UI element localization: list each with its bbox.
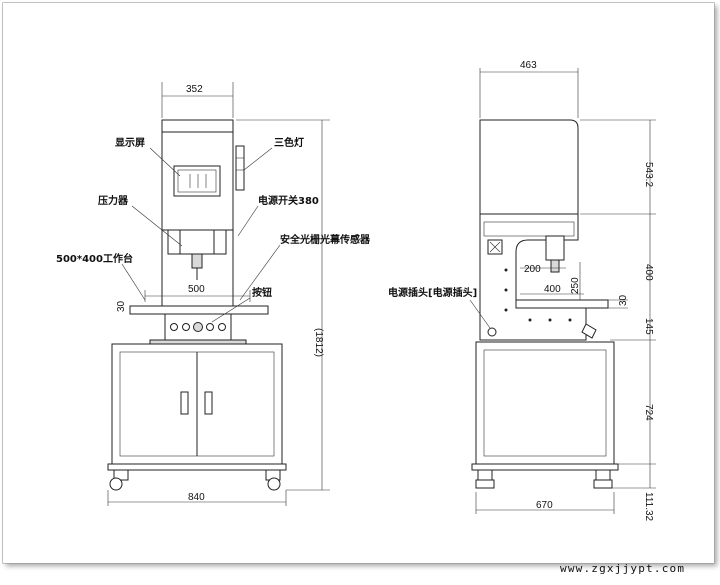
punch xyxy=(191,253,203,269)
dim-side-top: 463 xyxy=(520,60,537,71)
front-view: 352 500 30 xyxy=(56,82,371,506)
dim-side-724: 724 xyxy=(643,404,654,421)
dim-side-head: 543.2 xyxy=(643,162,654,187)
side-caster-left xyxy=(475,479,495,489)
side-ram xyxy=(545,235,565,261)
door-handle-right xyxy=(204,391,213,415)
dim-side-throat: 400 xyxy=(643,264,654,281)
side-worktable xyxy=(515,299,609,309)
dim-front-height: (1812) xyxy=(313,328,324,357)
dim-side-table: 400 xyxy=(544,284,561,295)
side-head xyxy=(479,119,579,215)
dim-side-stroke: 200 xyxy=(524,264,541,275)
power-plug xyxy=(487,327,497,337)
door-handle-left xyxy=(180,391,189,415)
label-light-curtain: 安全光栅光幕传感器 xyxy=(280,233,371,246)
watermark: www.zgxjjypt.com xyxy=(560,562,685,575)
display-screen xyxy=(173,165,221,197)
dim-side-250: 250 xyxy=(570,277,581,294)
label-worktable: 500*400工作台 xyxy=(56,252,133,265)
worktable xyxy=(129,305,269,315)
label-buttons: 按钮 xyxy=(252,286,272,299)
side-caster-right xyxy=(593,479,613,489)
label-tower-light: 三色灯 xyxy=(274,136,304,149)
caster-left xyxy=(109,477,123,491)
dim-front-bottom: 840 xyxy=(188,492,205,503)
caster-right xyxy=(267,477,281,491)
dim-side-table-thick: 30 xyxy=(618,294,629,306)
dim-front-table-thick: 30 xyxy=(116,300,127,312)
dim-front-top: 352 xyxy=(186,84,203,95)
label-pressure: 压力器 xyxy=(98,194,129,207)
dim-side-bottom: 670 xyxy=(536,500,553,511)
side-view: 463 200 250 400 30 电源插头[ xyxy=(388,60,656,522)
dim-side-11132: 111.32 xyxy=(643,492,654,522)
ram-body xyxy=(167,229,227,255)
label-power-plug: 电源插头[电源插头] xyxy=(388,286,477,299)
dim-front-table: 500 xyxy=(188,284,205,295)
tower-light xyxy=(235,145,245,191)
dim-side-145: 145 xyxy=(643,318,654,335)
label-display: 显示屏 xyxy=(115,137,145,149)
label-power-switch: 电源开关380 xyxy=(258,194,319,207)
side-cabinet xyxy=(475,341,615,465)
